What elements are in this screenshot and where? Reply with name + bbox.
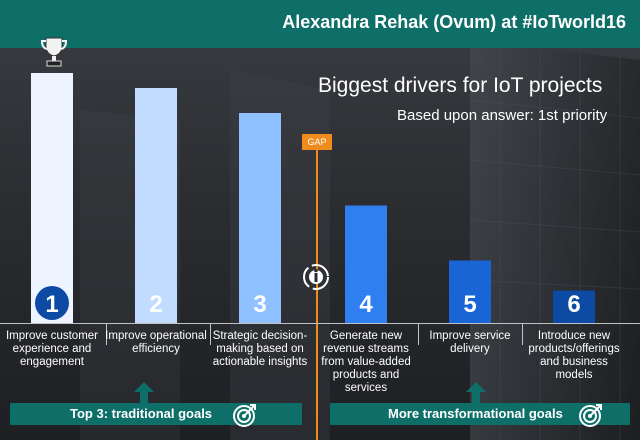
category-label-line: actionable insights <box>212 356 308 368</box>
category-label-line: and business <box>540 356 608 368</box>
category-label-line: Improve customer <box>5 330 99 342</box>
rank-number: 3 <box>253 291 266 318</box>
category-label-line: models <box>555 369 593 381</box>
target-icon <box>579 404 602 427</box>
category-label-line: Improve operational <box>105 330 207 342</box>
bar-3 <box>239 113 281 323</box>
bar-5 <box>449 260 491 323</box>
category-label-line: making based on <box>216 343 304 355</box>
chart-subtitle: Based upon answer: 1st priority <box>397 107 608 124</box>
up-arrow-icon <box>466 382 486 406</box>
category-label-line: delivery <box>450 343 490 355</box>
category-divider <box>210 323 211 345</box>
rank-number: 2 <box>149 291 162 318</box>
rank-badge: 6 <box>567 291 580 318</box>
rank-number: 4 <box>359 291 373 318</box>
rank-badge: 5 <box>463 291 476 318</box>
category-label-line: products/offerings <box>528 343 620 355</box>
rank-badge: 4 <box>359 291 373 318</box>
category-label-line: services <box>344 382 388 394</box>
iot-logo-icon <box>303 264 329 290</box>
presenter-title: Alexandra Rehak (Ovum) at #IoTworld16 <box>282 12 626 32</box>
banner-transformational-label: More transformational goals <box>388 406 563 421</box>
bar-6 <box>553 290 595 323</box>
chart-baseline <box>0 323 640 324</box>
category-divider <box>418 323 419 345</box>
category-label-line: products and <box>332 369 400 381</box>
rank-badge: 2 <box>149 291 162 318</box>
header-bar: Alexandra Rehak (Ovum) at #IoTworld16 <box>0 0 640 48</box>
trophy-icon <box>40 37 68 67</box>
chart-title: Biggest drivers for IoT projects <box>318 74 603 97</box>
category-divider <box>106 323 107 345</box>
category-label-line: from value-added <box>321 356 411 368</box>
banner-traditional-label: Top 3: traditional goals <box>70 406 213 421</box>
category-label-line: experience and <box>12 343 92 355</box>
category-label-line: revenue streams <box>323 343 409 355</box>
target-icon <box>233 404 256 427</box>
category-label-line: engagement <box>20 356 84 368</box>
bar-2 <box>135 88 177 323</box>
category-label-line: Introduce new <box>537 330 611 342</box>
rank-number: 5 <box>463 291 476 318</box>
gap-label: GAP <box>302 134 332 150</box>
bar-4 <box>345 205 387 323</box>
banner-transformational-goals: More transformational goals <box>330 403 630 425</box>
rank-number: 1 <box>45 291 58 318</box>
banner-traditional-goals: Top 3: traditional goals <box>10 403 302 425</box>
gap-divider-line <box>316 134 318 440</box>
category-label-line: Strategic decision- <box>212 330 308 342</box>
category-label-line: Improve service <box>429 330 511 342</box>
rank-badge: 3 <box>253 291 266 318</box>
category-label-line: efficiency <box>132 343 180 355</box>
rank-badge: 1 <box>35 286 69 320</box>
up-arrow-icon <box>134 382 154 406</box>
bar-1 <box>31 73 73 323</box>
rank-number: 6 <box>567 291 580 318</box>
category-label-line: Generate new <box>329 330 403 342</box>
category-divider <box>522 323 523 345</box>
